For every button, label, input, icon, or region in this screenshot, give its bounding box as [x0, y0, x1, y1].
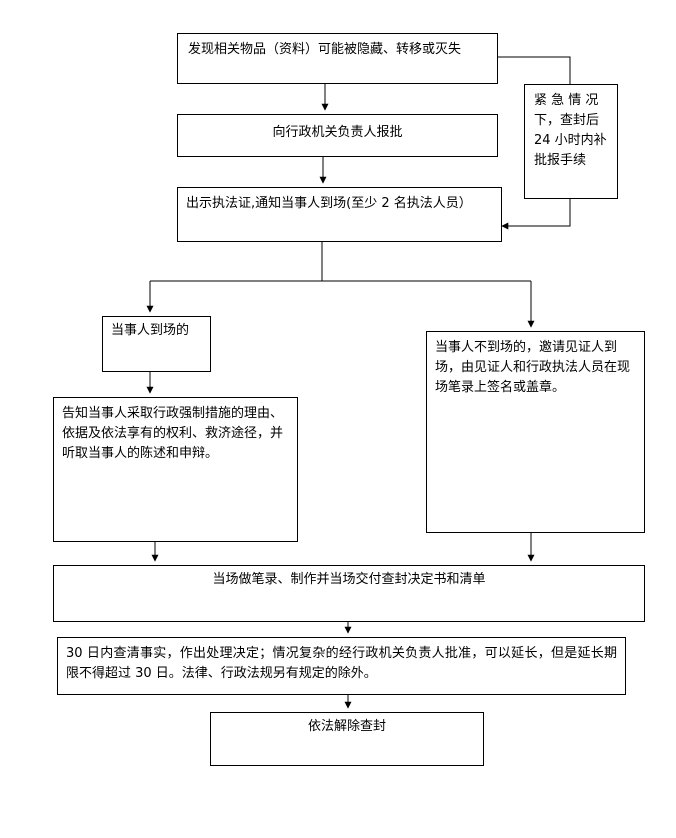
box-emergency: 紧 急 情 况下，查封后24 小时内补批报手续 [524, 84, 618, 199]
box-record-decision: 当场做笔录、制作并当场交付查封决定书和清单 [53, 565, 645, 622]
box-inform-party: 告知当事人采取行政强制措施的理由、依据及依法享有的权利、救济途径，并听取当事人的… [53, 397, 298, 542]
box-party-absent: 当事人不到场的，邀请见证人到场，由见证人和行政执法人员在现场笔录上签名或盖章。 [426, 331, 645, 533]
box-discover: 发现相关物品（资料）可能被隐藏、转移或灭失 [177, 33, 498, 84]
connector-discover-to-emergency [498, 56, 571, 84]
box-party-present: 当事人到场的 [102, 316, 211, 372]
box-show-cert: 出示执法证,通知当事人到场(至少 2 名执法人员） [177, 187, 502, 242]
box-report-approval: 向行政机关负责人报批 [177, 114, 498, 157]
arrow-emergency-to-showcert [501, 199, 571, 230]
box-30-day-decision: 30 日内查清事实，作出处理决定；情况复杂的经行政机关负责人批准，可以延长，但是… [57, 637, 626, 695]
box-release-seal: 依法解除查封 [210, 712, 484, 766]
